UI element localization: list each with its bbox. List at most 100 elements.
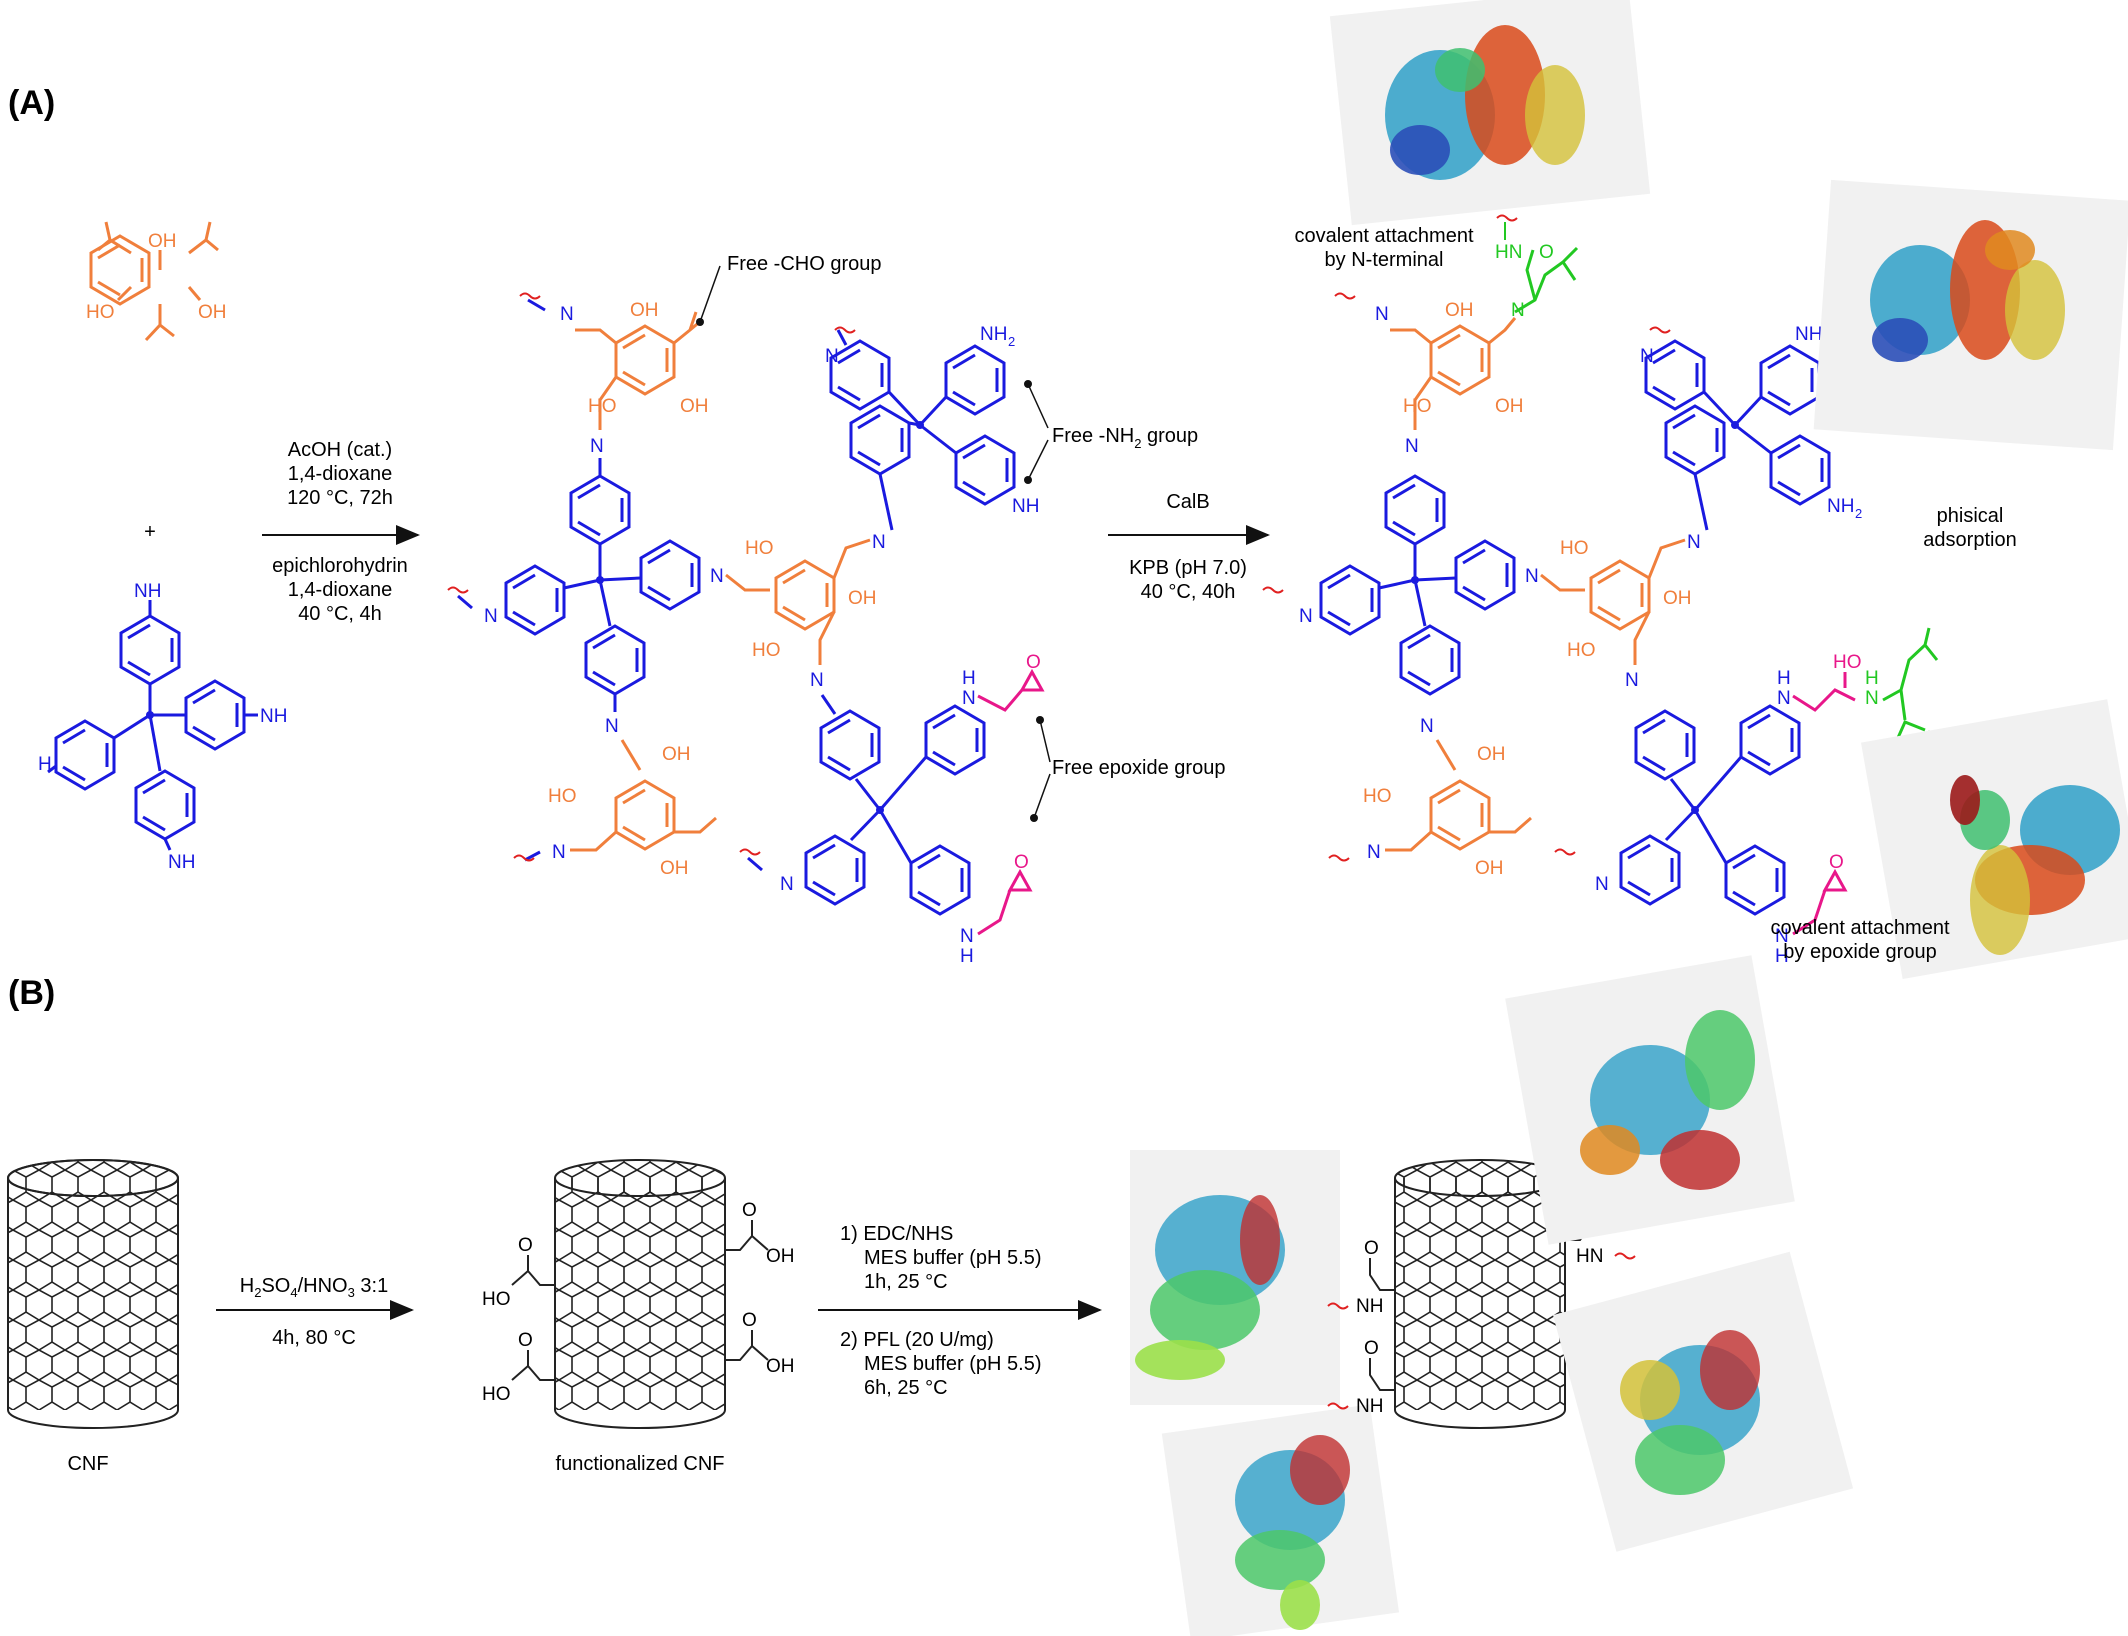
enzyme-cnf-conjugate: O NH O NH O HN O HN: [1130, 955, 1854, 1636]
svg-text:N: N: [1865, 688, 1879, 709]
svg-text:N: N: [484, 606, 498, 627]
svg-text:1) EDC/NHS: 1) EDC/NHS: [840, 1223, 953, 1245]
svg-text:N: N: [810, 670, 824, 691]
svg-text:N: N: [710, 566, 724, 587]
svg-text:O: O: [1364, 1338, 1379, 1359]
svg-text:MES buffer (pH 5.5): MES buffer (pH 5.5): [864, 1353, 1041, 1375]
svg-text:HO: HO: [482, 1384, 511, 1405]
svg-text:O: O: [1364, 1238, 1379, 1259]
svg-text:O: O: [1014, 852, 1029, 873]
free-epoxide-annotation: Free epoxide group: [1052, 757, 1225, 779]
reaction-arrow-a2: CalB KPB (pH 7.0) 40 °C, 40h: [1108, 491, 1270, 603]
svg-text:O: O: [1829, 852, 1844, 873]
svg-text:N: N: [605, 716, 619, 737]
svg-text:OH: OH: [1495, 396, 1524, 417]
svg-text:HO: HO: [1363, 786, 1392, 807]
svg-text:OH: OH: [662, 744, 691, 765]
svg-text:HO: HO: [1567, 640, 1596, 661]
svg-text:N: N: [1375, 304, 1389, 325]
svg-text:O: O: [518, 1330, 533, 1351]
svg-text:HO: HO: [1403, 396, 1432, 417]
svg-text:NH: NH: [1356, 1396, 1383, 1417]
svg-text:NH: NH: [1827, 496, 1854, 517]
svg-text:KPB (pH 7.0): KPB (pH 7.0): [1129, 557, 1247, 579]
svg-text:HN: HN: [1495, 242, 1522, 263]
svg-text:N: N: [590, 436, 604, 457]
svg-text:N: N: [872, 532, 886, 553]
free-nh2-annotation: Free -NH2 group: [1052, 425, 1198, 451]
svg-text:HO: HO: [482, 1289, 511, 1310]
svg-text:MES buffer (pH 5.5): MES buffer (pH 5.5): [864, 1247, 1041, 1269]
svg-text:OH: OH: [680, 396, 709, 417]
svg-text:HO: HO: [1833, 652, 1862, 673]
svg-text:H: H: [38, 754, 52, 775]
svg-text:NH: NH: [168, 852, 195, 873]
svg-text:OH: OH: [198, 302, 227, 323]
cof-framework-product: OH HO OH N N N N N N HO OH OH N HO OH: [1262, 214, 1956, 967]
epox-label-1: covalent attachment: [1771, 917, 1950, 939]
svg-text:H: H: [1777, 668, 1791, 689]
svg-text:O: O: [1026, 652, 1041, 673]
svg-text:N: N: [960, 926, 974, 947]
svg-text:NH: NH: [980, 324, 1007, 345]
svg-text:N: N: [1640, 346, 1654, 367]
svg-text:HO: HO: [752, 640, 781, 661]
svg-text:40 °C, 40h: 40 °C, 40h: [1141, 581, 1236, 603]
svg-text:O: O: [518, 1235, 533, 1256]
tfp-monomer: OH OH HO: [86, 221, 227, 342]
svg-text:OH: OH: [1663, 588, 1692, 609]
free-cho-annotation: Free -CHO group: [727, 253, 882, 275]
svg-text:H2SO4/HNO3 3:1: H2SO4/HNO3 3:1: [240, 1275, 388, 1300]
panel-a-label: (A): [8, 84, 55, 122]
tapm-monomer: NH H NH NH: [38, 581, 287, 873]
svg-text:N: N: [1777, 688, 1791, 709]
svg-text:O: O: [742, 1310, 757, 1331]
cnf-nanotube: [7, 1159, 179, 1429]
phys-label-2: adsorption: [1923, 529, 2016, 551]
plus-sign: +: [144, 521, 156, 543]
svg-text:2: 2: [1855, 506, 1862, 521]
svg-text:OH: OH: [766, 1356, 795, 1377]
svg-text:HO: HO: [548, 786, 577, 807]
svg-text:6h, 25 °C: 6h, 25 °C: [864, 1377, 948, 1399]
reaction-arrow-a1: AcOH (cat.) 1,4-dioxane 120 °C, 72h epic…: [262, 439, 420, 625]
protein-structure-adsorbed: [1813, 179, 2128, 451]
svg-text:N: N: [962, 688, 976, 709]
svg-text:HN: HN: [1576, 1246, 1603, 1267]
svg-text:OH: OH: [660, 858, 689, 879]
cof-framework-intermediate: OH HO OH N N Free -CHO group N N N HO: [447, 253, 1225, 967]
svg-text:H: H: [962, 668, 976, 689]
svg-text:2) PFL (20 U/mg): 2) PFL (20 U/mg): [840, 1329, 994, 1351]
nterm-label-1: covalent attachment: [1295, 225, 1474, 247]
svg-text:N: N: [1367, 842, 1381, 863]
svg-text:O: O: [1539, 242, 1554, 263]
svg-text:HO: HO: [745, 538, 774, 559]
protein-structure-nterm: [1329, 0, 1651, 226]
svg-text:HO: HO: [1560, 538, 1589, 559]
svg-text:N: N: [552, 842, 566, 863]
epox-label-2: by epoxide group: [1783, 941, 1936, 963]
svg-text:HO: HO: [86, 302, 115, 323]
phys-label-1: phisical: [1937, 505, 2004, 527]
svg-text:NH: NH: [1012, 496, 1039, 517]
svg-text:CalB: CalB: [1166, 491, 1209, 513]
svg-text:HO: HO: [588, 396, 617, 417]
svg-text:N: N: [1299, 606, 1313, 627]
svg-text:H: H: [1775, 946, 1789, 967]
svg-text:N: N: [1775, 926, 1789, 947]
svg-text:OH: OH: [1445, 300, 1474, 321]
svg-text:4h, 80 °C: 4h, 80 °C: [272, 1327, 356, 1349]
svg-text:OH: OH: [1477, 744, 1506, 765]
svg-text:1h, 25 °C: 1h, 25 °C: [864, 1271, 948, 1293]
svg-text:120 °C, 72h: 120 °C, 72h: [287, 487, 393, 509]
svg-text:H: H: [960, 946, 974, 967]
fcnf-label: functionalized CNF: [556, 1453, 725, 1475]
svg-text:N: N: [1687, 532, 1701, 553]
svg-text:H: H: [1865, 668, 1879, 689]
svg-text:N: N: [1405, 436, 1419, 457]
svg-text:N: N: [560, 304, 574, 325]
svg-text:OH: OH: [630, 300, 659, 321]
svg-text:OH: OH: [766, 1246, 795, 1267]
svg-text:N: N: [1625, 670, 1639, 691]
